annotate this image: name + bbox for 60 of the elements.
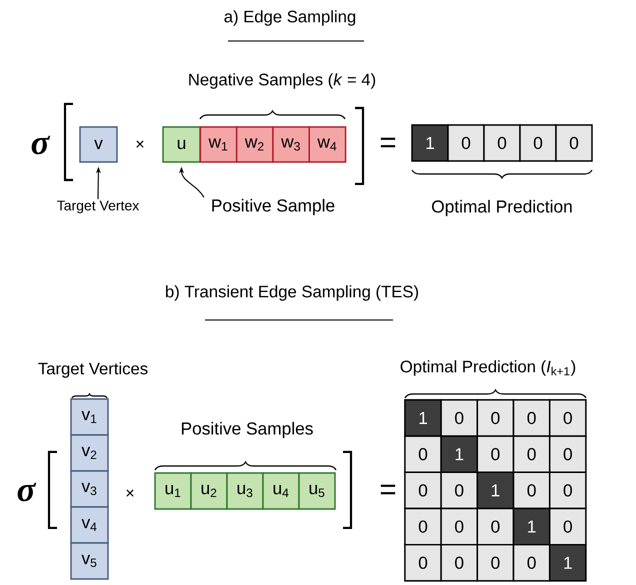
operator-symbol: =: [380, 484, 396, 494]
annotation-text: Negative Samples (k = 4): [189, 73, 376, 89]
cell: 0: [512, 435, 550, 474]
cell: 0: [483, 124, 521, 162]
cell: u: [162, 126, 201, 163]
cell: 0: [404, 472, 442, 510]
cell: 0: [476, 544, 514, 582]
annotation-text: Positive Samples: [182, 422, 313, 438]
cell: w$_{3}$: [272, 126, 310, 163]
cell: 0: [476, 435, 514, 474]
cell: 0: [440, 399, 478, 437]
cell: 0: [548, 435, 587, 474]
cell: u$_{5}$: [298, 472, 336, 510]
annotation-text: Positive Sample: [212, 198, 334, 216]
cell: 0: [519, 124, 557, 162]
annotation-text: Target Vertex: [57, 200, 140, 214]
cell: 1: [404, 399, 442, 437]
operator-symbol: =: [380, 138, 396, 148]
cell: 0: [512, 472, 550, 510]
cell: 0: [404, 435, 442, 474]
annotation-text: Optimal Prediction (I$_{k+1}$): [400, 360, 576, 376]
cell: w$_{2}$: [236, 126, 274, 163]
cell: 0: [555, 124, 593, 162]
cell: 0: [447, 124, 485, 162]
cell: u$_{2}$: [190, 472, 228, 510]
cell: u$_{1}$: [154, 472, 192, 510]
cell: 0: [440, 544, 478, 582]
cell: 0: [548, 508, 587, 546]
operator-symbol: ×: [136, 140, 144, 148]
cell: 0: [512, 544, 550, 582]
cell: u$_{4}$: [262, 472, 300, 510]
cell: 0: [476, 508, 514, 546]
section-title: b) Transient Edge Sampling (TES): [166, 285, 418, 301]
cell: 1: [476, 472, 514, 510]
operator-symbol: ×: [126, 490, 134, 497]
cell: 0: [404, 508, 442, 546]
cell: v$_{4}$: [70, 506, 109, 544]
sigma-symbol: σ: [18, 482, 36, 502]
cell: v$_{1}$: [70, 398, 109, 436]
cell: v$_{5}$: [70, 542, 109, 580]
cell: 1: [512, 508, 550, 546]
cell: 0: [476, 399, 514, 437]
cell: w$_{1}$: [200, 126, 238, 163]
annotation-text: Target Vertices: [38, 362, 148, 378]
cell: 0: [512, 399, 550, 437]
cell: 0: [548, 399, 587, 437]
cell: v$_{3}$: [70, 470, 109, 508]
cell: u$_{3}$: [226, 472, 264, 510]
cell: 0: [548, 472, 587, 510]
cell: v: [79, 126, 118, 163]
cell: 1: [440, 435, 478, 474]
cell: 1: [411, 124, 449, 162]
cell: v$_{2}$: [70, 434, 109, 472]
cell: 0: [404, 544, 442, 582]
annotation-text: Optimal Prediction: [432, 200, 572, 216]
cell: 1: [548, 544, 587, 582]
cell: 0: [440, 508, 478, 546]
cell: w$_{4}$: [308, 126, 346, 163]
cell: 0: [440, 472, 478, 510]
section-title: a) Edge Sampling: [224, 10, 356, 26]
